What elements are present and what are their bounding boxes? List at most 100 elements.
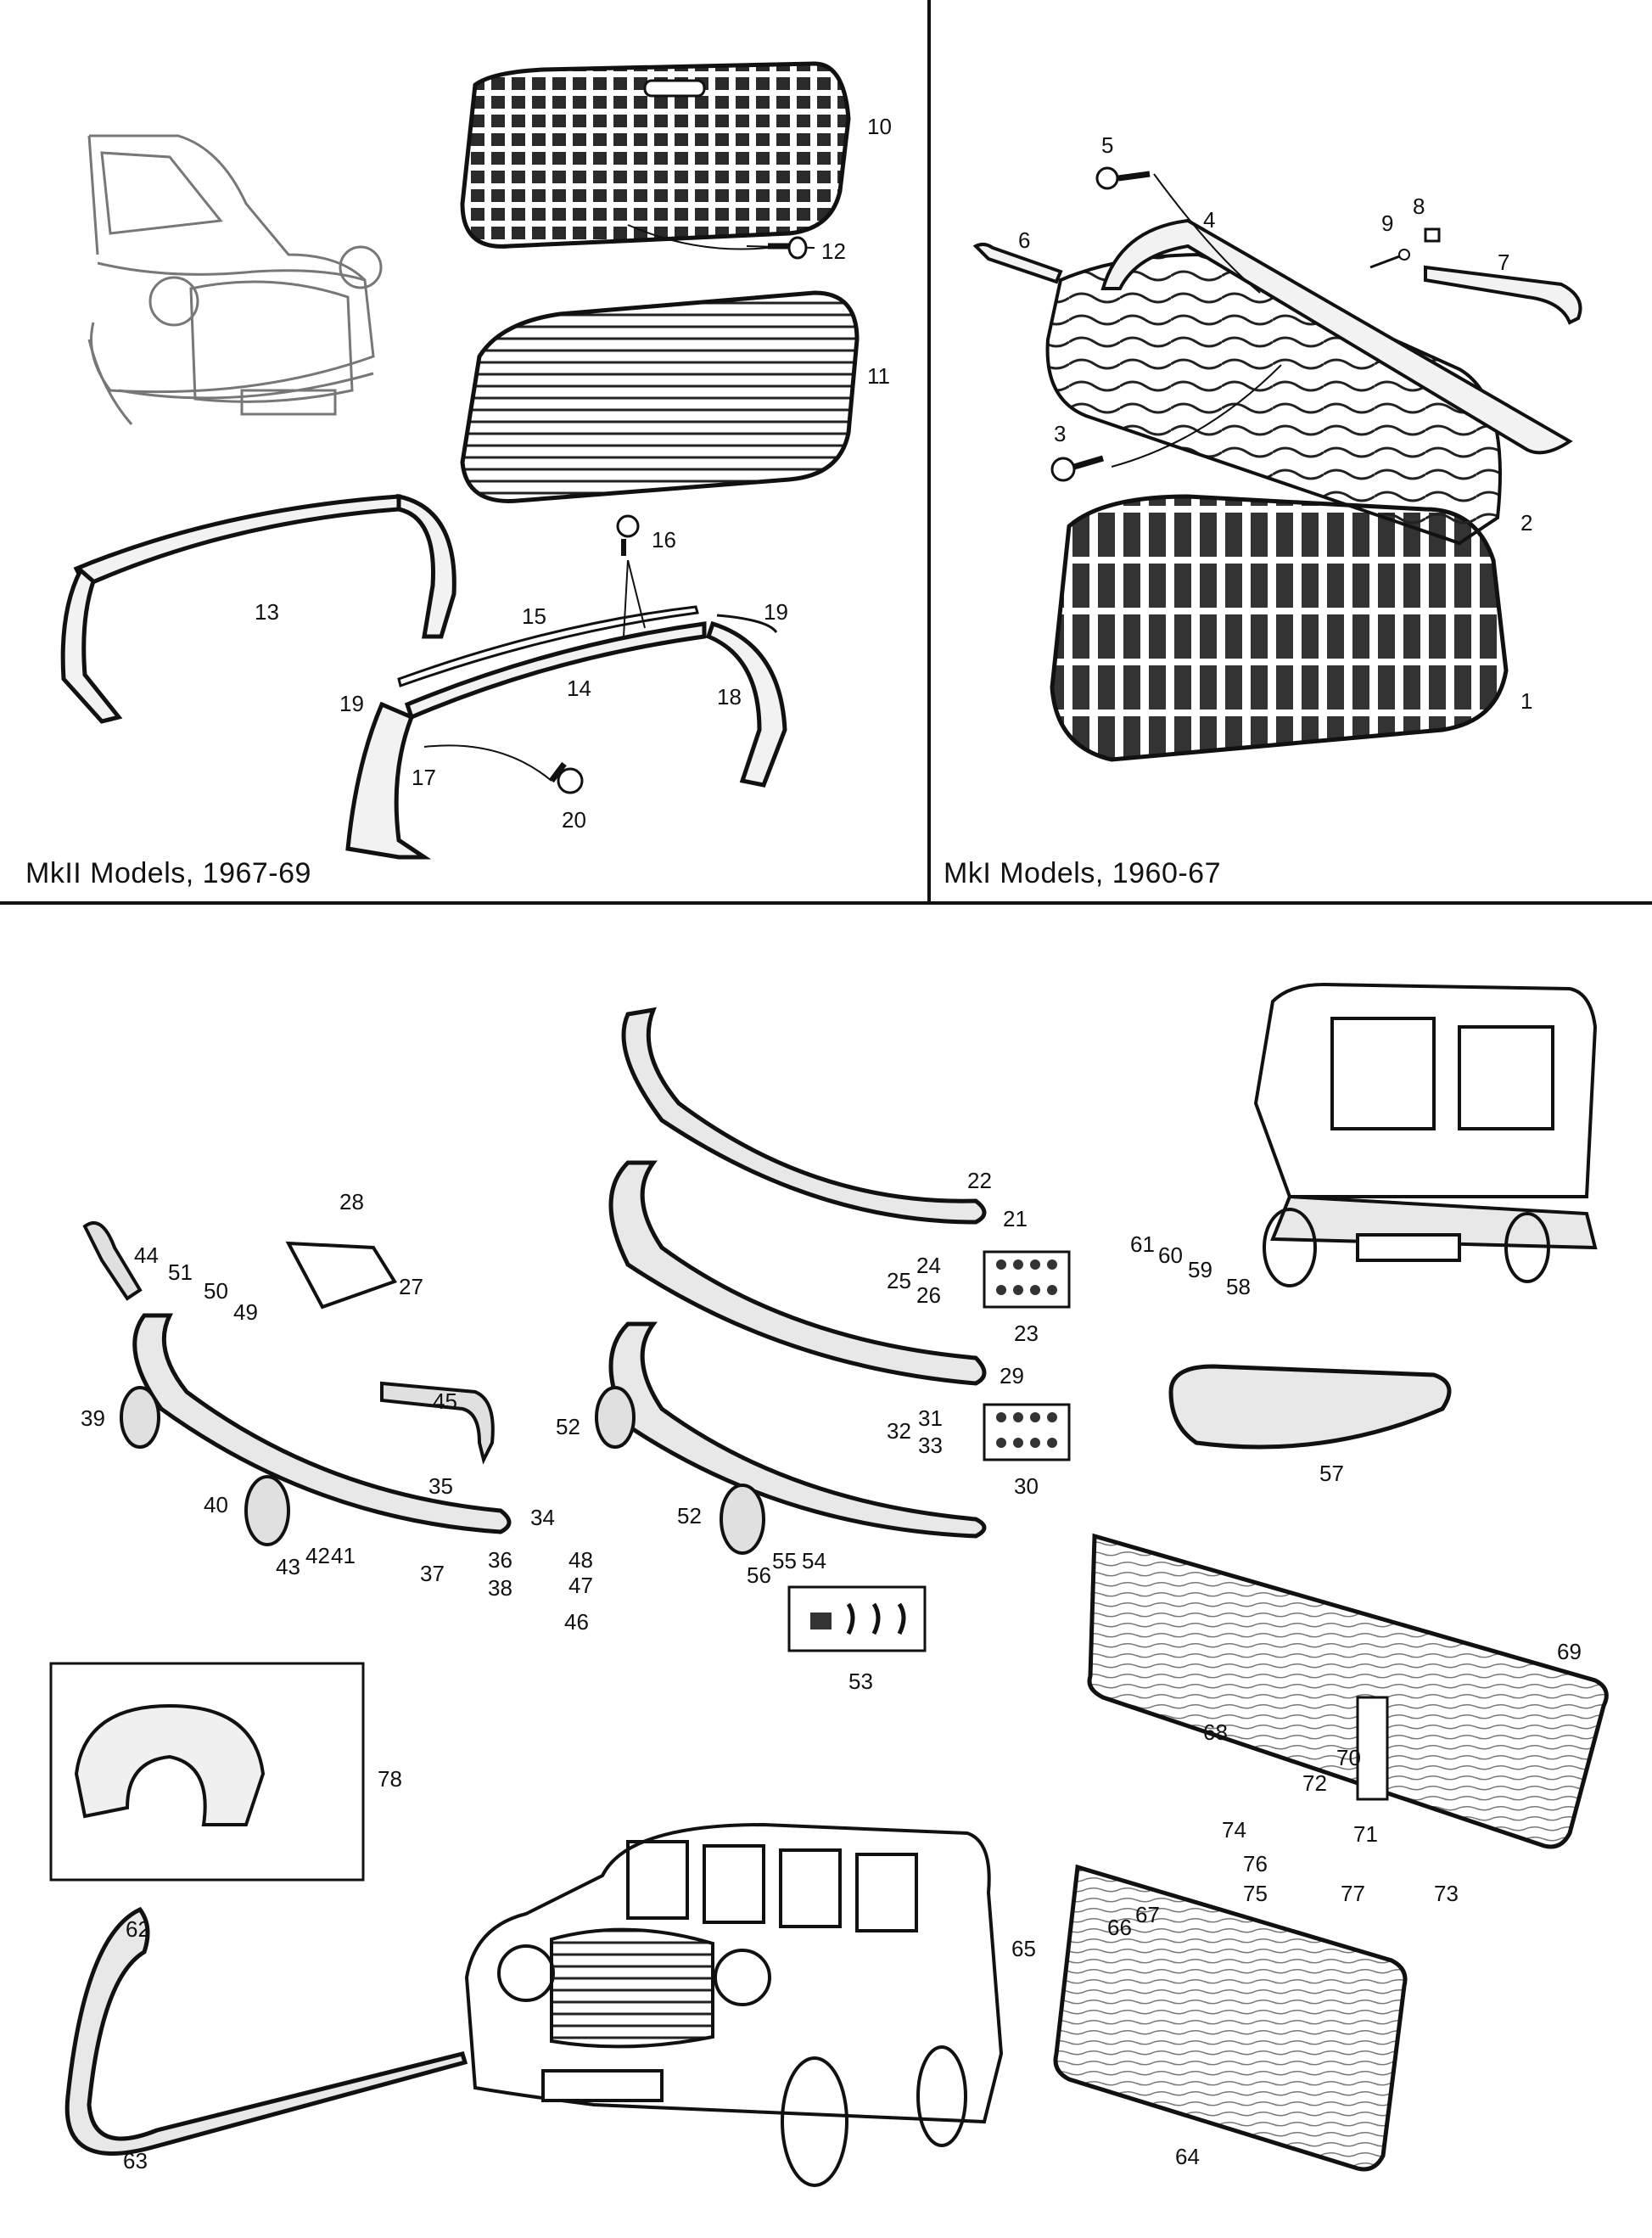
wheel-arch-62-78 bbox=[49, 1662, 468, 2156]
callout-50: 50 bbox=[204, 1278, 228, 1304]
traveller-illustration bbox=[464, 1822, 1004, 2187]
callout-9: 9 bbox=[1381, 210, 1393, 236]
mk2-screw-12 bbox=[627, 224, 815, 260]
callout-14: 14 bbox=[567, 676, 591, 701]
callout-17: 17 bbox=[412, 765, 436, 790]
callout-45: 45 bbox=[433, 1388, 457, 1414]
callout-22: 22 bbox=[967, 1168, 992, 1193]
callout-12: 12 bbox=[821, 238, 846, 264]
callout-42: 42 bbox=[305, 1543, 330, 1568]
callout-25: 25 bbox=[887, 1268, 911, 1293]
callout-26: 26 bbox=[916, 1282, 941, 1308]
callout-62: 62 bbox=[126, 1916, 150, 1942]
callout-31: 31 bbox=[918, 1405, 943, 1431]
callout-6: 6 bbox=[1018, 227, 1030, 253]
callout-43: 43 bbox=[276, 1554, 300, 1579]
callout-56: 56 bbox=[747, 1562, 771, 1588]
callout-11: 11 bbox=[867, 363, 890, 389]
callout-70: 70 bbox=[1336, 1745, 1361, 1770]
callout-32: 32 bbox=[887, 1418, 911, 1444]
callout-18: 18 bbox=[717, 684, 742, 710]
callout-52b: 52 bbox=[677, 1503, 702, 1528]
callout-65: 65 bbox=[1011, 1936, 1036, 1961]
mk2-grille-11 bbox=[460, 290, 860, 503]
callout-5: 5 bbox=[1101, 132, 1113, 158]
panel-dividers bbox=[0, 0, 1652, 905]
mk1-trim-4-6-7 bbox=[972, 218, 1582, 455]
callout-24: 24 bbox=[916, 1253, 941, 1278]
callout-72: 72 bbox=[1302, 1770, 1327, 1796]
callout-75: 75 bbox=[1243, 1881, 1268, 1906]
callout-16: 16 bbox=[652, 527, 676, 552]
callout-53: 53 bbox=[848, 1669, 873, 1694]
callout-68: 68 bbox=[1203, 1719, 1228, 1745]
callout-58: 58 bbox=[1226, 1274, 1251, 1299]
mk2-trim-17-18-19 bbox=[345, 614, 787, 860]
callout-69: 69 bbox=[1557, 1639, 1582, 1664]
callout-41: 41 bbox=[331, 1543, 356, 1568]
callout-3: 3 bbox=[1054, 421, 1066, 446]
callout-73: 73 bbox=[1434, 1881, 1459, 1906]
callout-60: 60 bbox=[1158, 1242, 1183, 1268]
callout-51: 51 bbox=[168, 1259, 193, 1285]
callout-2: 2 bbox=[1520, 510, 1532, 536]
callout-57: 57 bbox=[1319, 1461, 1344, 1486]
callout-66: 66 bbox=[1107, 1915, 1132, 1940]
callout-23: 23 bbox=[1014, 1321, 1039, 1346]
callout-15: 15 bbox=[522, 603, 546, 629]
callout-19a: 19 bbox=[339, 691, 364, 716]
callout-40: 40 bbox=[204, 1492, 228, 1517]
callout-1: 1 bbox=[1520, 688, 1532, 714]
callout-77: 77 bbox=[1341, 1881, 1365, 1906]
parts-kits-23-30-53 bbox=[787, 1250, 1071, 1652]
mk1-fixings-3-5-8-9 bbox=[1050, 166, 1441, 482]
callout-63: 63 bbox=[123, 2148, 148, 2173]
callout-4: 4 bbox=[1203, 207, 1215, 233]
callout-30: 30 bbox=[1014, 1473, 1039, 1499]
callout-29: 29 bbox=[1000, 1363, 1024, 1388]
callout-36: 36 bbox=[488, 1547, 512, 1573]
callout-27: 27 bbox=[399, 1274, 423, 1299]
callout-74: 74 bbox=[1222, 1817, 1246, 1843]
callout-52a: 52 bbox=[556, 1414, 580, 1439]
callout-21: 21 bbox=[1003, 1206, 1028, 1231]
callout-10: 10 bbox=[867, 114, 892, 139]
callout-39: 39 bbox=[81, 1405, 105, 1431]
van-rear-illustration bbox=[1253, 982, 1598, 1287]
panel-title-mk2: MkII Models, 1967-69 bbox=[25, 857, 311, 889]
mk2-car-outline bbox=[87, 134, 383, 425]
callout-67: 67 bbox=[1135, 1902, 1160, 1927]
callout-55: 55 bbox=[772, 1548, 797, 1573]
panel-title-mk1: MkI Models, 1960-67 bbox=[944, 857, 1221, 889]
callout-33: 33 bbox=[918, 1433, 943, 1458]
callout-8: 8 bbox=[1413, 194, 1425, 219]
callout-38: 38 bbox=[488, 1575, 512, 1601]
callout-76: 76 bbox=[1243, 1851, 1268, 1876]
callout-19b: 19 bbox=[764, 599, 788, 625]
callout-34: 34 bbox=[530, 1505, 555, 1530]
bumper-fittings bbox=[82, 1220, 765, 1555]
callout-7: 7 bbox=[1498, 250, 1509, 275]
callout-64: 64 bbox=[1175, 2144, 1200, 2169]
mk2-trim-14-15 bbox=[397, 605, 707, 721]
callout-46: 46 bbox=[564, 1609, 589, 1635]
callout-35: 35 bbox=[428, 1473, 453, 1499]
callout-28: 28 bbox=[339, 1189, 364, 1214]
kit-contents bbox=[810, 1259, 1057, 1635]
callout-48: 48 bbox=[568, 1547, 593, 1573]
mk2-grille-10 bbox=[460, 61, 851, 249]
callout-71: 71 bbox=[1353, 1821, 1378, 1847]
callout-20: 20 bbox=[562, 807, 586, 833]
callout-13: 13 bbox=[255, 599, 279, 625]
callout-47: 47 bbox=[568, 1573, 593, 1598]
callout-44: 44 bbox=[134, 1242, 159, 1268]
callout-61: 61 bbox=[1130, 1231, 1155, 1257]
callout-37: 37 bbox=[420, 1561, 445, 1586]
callout-49: 49 bbox=[233, 1299, 258, 1325]
callout-54: 54 bbox=[802, 1548, 826, 1573]
mk1-grille-1 bbox=[1050, 494, 1509, 762]
callout-labels: 10 11 12 13 14 15 16 17 18 19 19 20 1 2 … bbox=[81, 114, 1582, 2173]
callout-59: 59 bbox=[1188, 1257, 1212, 1282]
